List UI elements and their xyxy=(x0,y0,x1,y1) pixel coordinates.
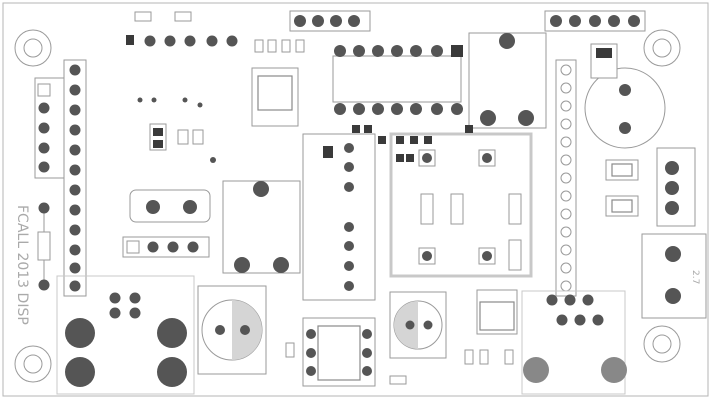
relay-top-right xyxy=(468,32,547,129)
smd-right xyxy=(605,159,639,217)
connector-bottom-left xyxy=(56,275,195,395)
header-top-left-row xyxy=(126,35,238,47)
silkscreen-label: FCALL 2013 DISP xyxy=(14,205,30,325)
header-top-right xyxy=(544,10,646,32)
mounting-hole-bottom-right xyxy=(643,325,681,363)
header-bottom-left-row xyxy=(122,236,210,258)
pad-strip-middle xyxy=(352,125,473,162)
capacitor-small-bottom xyxy=(389,291,447,359)
terminal-right-3pin xyxy=(656,147,696,227)
header-left-long xyxy=(63,59,87,297)
module-tall-middle xyxy=(302,133,376,301)
header-top-center xyxy=(289,10,371,32)
module-central xyxy=(389,132,533,278)
side-label: 2.7 xyxy=(690,270,700,284)
connector-bottom-right xyxy=(521,290,627,395)
smd-resistors-top xyxy=(134,11,305,53)
dip-ic-bottom xyxy=(302,317,376,387)
mounting-hole-top-left xyxy=(14,29,52,67)
crystal xyxy=(129,189,211,223)
relay-middle xyxy=(222,180,301,274)
capacitor-large xyxy=(584,43,666,149)
mounting-hole-bottom-left xyxy=(14,345,52,383)
soic-ic-top xyxy=(251,67,299,127)
resistor-left-vertical xyxy=(37,202,51,291)
soic-ic-bottom xyxy=(476,289,518,335)
smd-bottom-row xyxy=(285,342,514,385)
header-right-long xyxy=(555,59,577,297)
dip-ic-top xyxy=(332,45,463,115)
mounting-hole-top-right xyxy=(643,29,681,67)
terminal-right-2pin xyxy=(641,233,707,319)
buzzer-bottom-left xyxy=(197,285,267,375)
smd-cluster-left xyxy=(137,97,216,163)
